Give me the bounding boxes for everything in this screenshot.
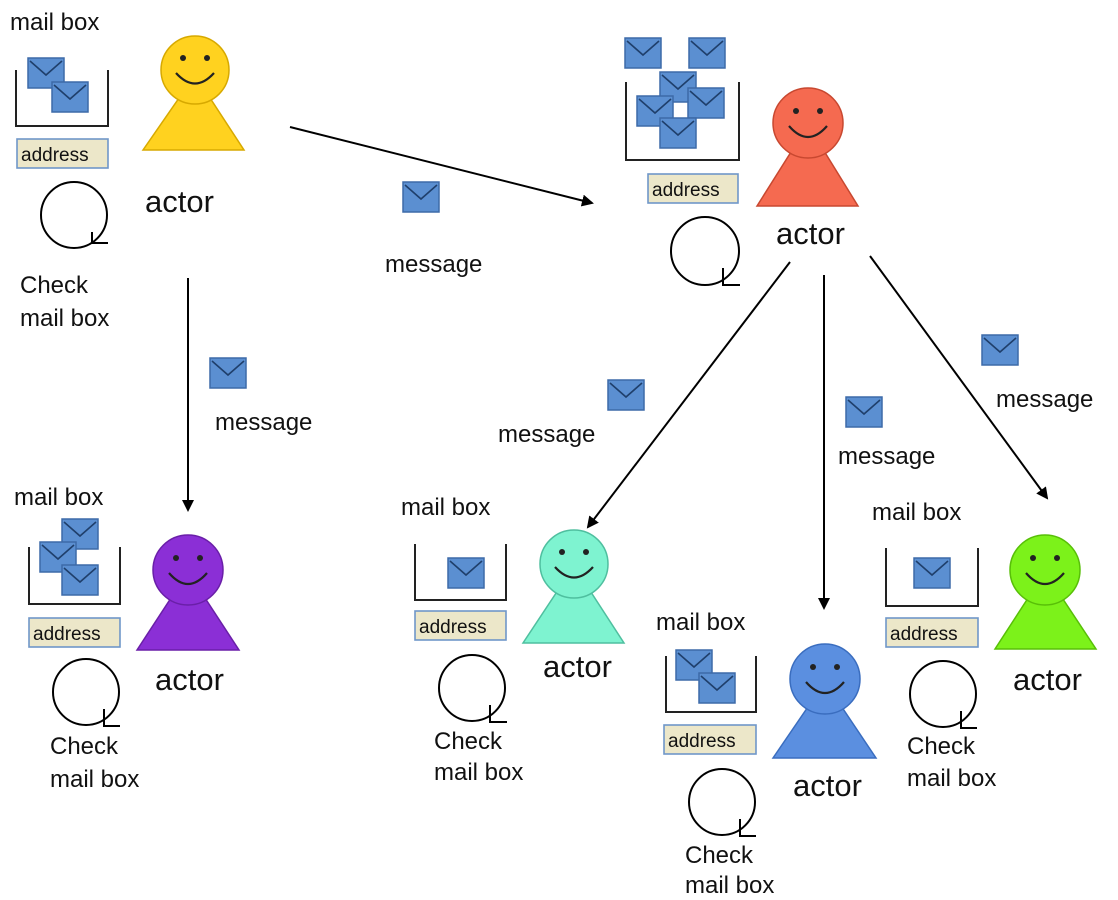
envelope-icon (51, 81, 89, 113)
actor-label: actor (776, 216, 845, 251)
address-box (647, 173, 739, 204)
loop-tail (739, 819, 756, 837)
address-label: address (890, 624, 958, 645)
address-box (885, 617, 979, 648)
mailbox-tray (414, 544, 507, 601)
smiley-actor-icon (993, 534, 1098, 650)
message-arrow-red-to-aqua (586, 261, 791, 529)
actor-label: actor (1013, 662, 1082, 697)
check-label-line2: mail box (685, 872, 774, 899)
envelope-icon (447, 557, 485, 589)
loop-icon (670, 216, 740, 286)
message-label: message (385, 251, 482, 278)
check-label-line1: Check (50, 733, 119, 760)
address-box (663, 724, 757, 755)
envelope-icon (607, 379, 645, 411)
mailbox-label: mail box (401, 494, 490, 521)
address-box (16, 138, 109, 169)
smiley-actor-icon (755, 87, 860, 207)
loop-icon (438, 654, 506, 722)
message-arrow-yellow-to-red (289, 126, 594, 207)
envelope-icon (624, 37, 662, 69)
envelope-icon (688, 37, 726, 69)
actor-group-aqua: mail box address Check mail box actor (401, 494, 626, 786)
mailbox-tray (665, 656, 757, 713)
message-label: message (996, 386, 1093, 413)
smiley-actor-icon (141, 35, 246, 151)
check-label-line2: mail box (434, 759, 523, 786)
mailbox-tray (885, 548, 979, 607)
smiley-actor-icon (771, 643, 878, 759)
actor-group-red: address actor (624, 37, 860, 286)
envelope-icon (981, 334, 1019, 366)
actor-label: actor (155, 662, 224, 697)
check-label-line1: Check (685, 842, 754, 869)
check-label-line2: mail box (50, 766, 139, 793)
loop-tail (960, 711, 977, 729)
check-label-line1: Check (907, 733, 976, 760)
envelope-icon (913, 557, 951, 589)
address-label: address (33, 624, 101, 645)
check-label-line1: Check (434, 728, 503, 755)
address-box (28, 617, 121, 648)
mailbox-label: mail box (14, 484, 103, 511)
mailbox-tray (28, 547, 121, 605)
envelope-icon (209, 357, 247, 389)
address-label: address (419, 617, 487, 638)
address-label: address (21, 145, 89, 166)
actor-group-yellow: mail box address Check mail box actor (10, 9, 246, 332)
loop-tail (722, 268, 740, 286)
actor-group-green: mail box address Check mail box actor (872, 499, 1098, 792)
smiley-actor-icon (521, 529, 626, 644)
address-label: address (652, 180, 720, 201)
mailbox-tray (15, 70, 109, 127)
loop-tail (103, 709, 120, 727)
check-label-line2: mail box (20, 305, 109, 332)
address-label: address (668, 731, 736, 752)
message-label: message (498, 421, 595, 448)
envelope-icon (402, 181, 440, 213)
address-box (414, 610, 507, 641)
actor-group-purple: mail box address Check mail box actor (14, 484, 241, 793)
actor-group-blue: mail box address Check mail box actor (656, 609, 878, 899)
loop-tail (91, 232, 108, 244)
mailbox-label: mail box (872, 499, 961, 526)
actor-label: actor (145, 184, 214, 219)
actor-label: actor (793, 768, 862, 803)
message-label: message (215, 409, 312, 436)
envelope-icon (61, 564, 99, 596)
mailbox-label: mail box (656, 609, 745, 636)
envelope-icon (687, 87, 725, 119)
check-label-line2: mail box (907, 765, 996, 792)
loop-icon (909, 660, 977, 728)
envelope-icon (698, 672, 736, 704)
check-label-line1: Check (20, 272, 89, 299)
message-arrow-red-to-green (869, 255, 1049, 500)
loop-icon (52, 658, 120, 726)
mailbox-tray (625, 82, 740, 161)
loop-icon (40, 181, 108, 249)
actor-label: actor (543, 649, 612, 684)
envelope-icon (659, 117, 697, 149)
loop-icon (688, 768, 756, 836)
envelope-icon (845, 396, 883, 428)
smiley-actor-icon (135, 534, 241, 651)
loop-tail (489, 705, 507, 723)
mailbox-label: mail box (10, 9, 99, 36)
message-label: message (838, 443, 935, 470)
